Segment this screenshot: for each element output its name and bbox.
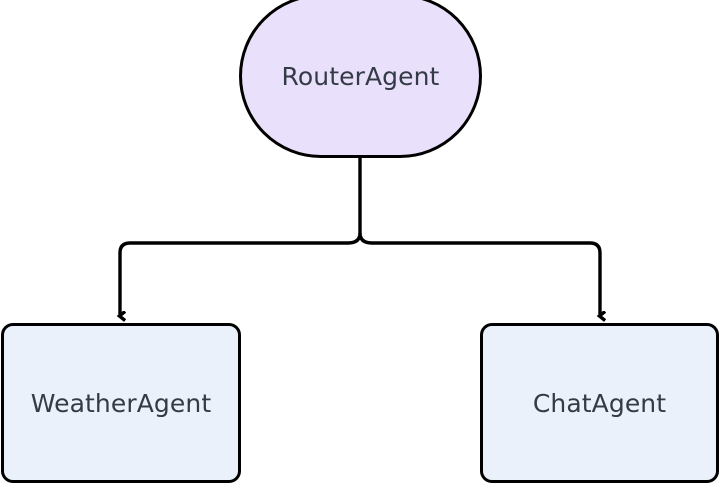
- node-chat-agent-label: ChatAgent: [532, 388, 667, 418]
- node-router-agent-label: RouterAgent: [281, 61, 440, 91]
- edge-router-to-chat: [358, 232, 600, 316]
- node-weather-agent[interactable]: WeatherAgent: [1, 323, 241, 483]
- edge-router-to-weather: [120, 232, 362, 316]
- node-chat-agent[interactable]: ChatAgent: [480, 323, 719, 483]
- node-weather-agent-label: WeatherAgent: [30, 388, 212, 418]
- node-router-agent[interactable]: RouterAgent: [239, 0, 482, 158]
